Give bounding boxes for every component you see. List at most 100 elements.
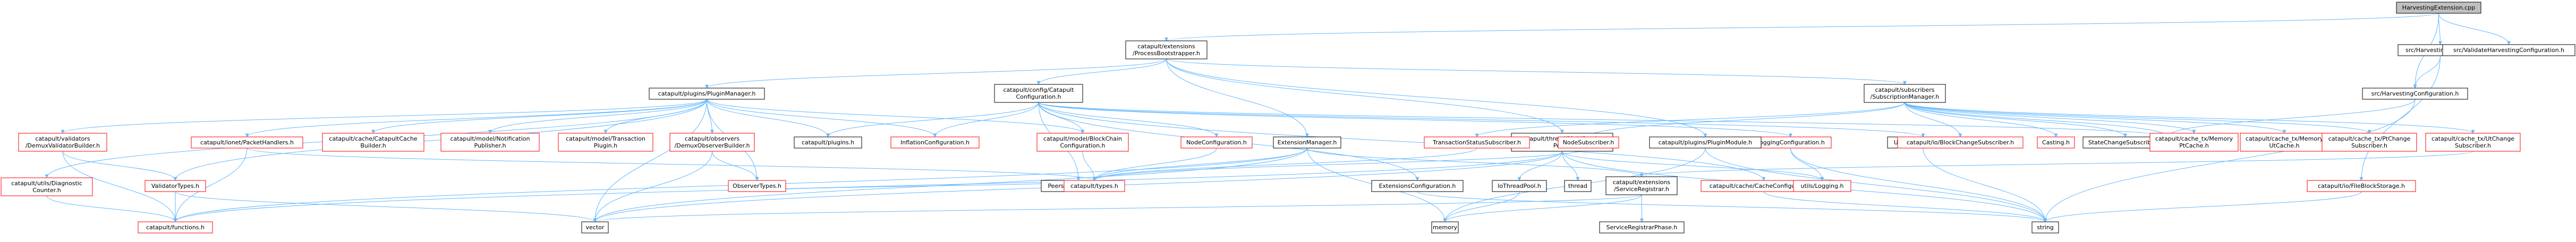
node-label: IoThreadPool.h [1498,183,1541,189]
node-memory[interactable]: memory [1431,221,1459,234]
node-label: vector [586,224,605,231]
node-vbld[interactable]: catapult/validators/DemuxValidatorBuilde… [18,133,107,152]
edge-iotp-to-memory [1443,191,1520,222]
node-fbs[interactable]: catapult/io/FileBlockStorage.h [2307,180,2416,192]
node-box [2307,180,2416,192]
node-label: catapult/io/FileBlockStorage.h [2318,183,2405,189]
edge-root-to-vhc [2438,13,2511,45]
node-label: utils/Logging.h [1801,183,1844,189]
edge-logc-to-ulog [1790,148,1824,181]
edge-subm-to-bcs [1905,102,1962,137]
node-hcfg[interactable]: src/HarvestingConfiguration.h [2362,88,2468,100]
node-box [2322,133,2417,152]
node-ulog[interactable]: utils/Logging.h [1793,180,1851,192]
node-nodec[interactable]: NodeConfiguration.h [1180,136,1253,149]
node-label: /DemuxObserverBuilder.h [675,142,750,149]
node-label: Configuration.h [1016,93,1061,100]
node-pbs[interactable]: catapult/extensions/ProcessBootstrapper.… [1125,40,1208,59]
node-string[interactable]: string [2031,221,2059,234]
node-nodess[interactable]: NodeSubscriber.h [1558,136,1619,149]
edge-ionet-to-functions [173,148,248,222]
node-vhc[interactable]: src/ValidateHarvestingConfiguration.h [2442,44,2575,56]
node-label: memory [1433,224,1457,231]
node-label: ExtensionManager.h [1278,139,1337,146]
node-types[interactable]: catapult/types.h [1064,180,1125,192]
node-obst[interactable]: ObserverTypes.h [728,180,786,192]
node-sreg[interactable]: catapult/extensions/ServiceRegistrar.h [1605,176,1678,195]
node-label: Publisher.h [474,142,506,149]
node-thread[interactable]: thread [1564,180,1592,192]
node-infl[interactable]: InflationConfiguration.h [890,136,980,149]
node-box [794,136,862,149]
node-box [2442,44,2575,56]
node-ppm[interactable]: catapult/plugins/PluginModule.h [1649,136,1762,149]
edge-extm-to-vector [593,148,1307,222]
node-ionet[interactable]: catapult/ionet/PacketHandlers.h [191,136,303,149]
node-pm[interactable]: catapult/plugins/PluginManager.h [649,88,765,100]
edge-msp-to-functions [173,151,1562,222]
edge-subm-to-ptcs [1905,102,2371,134]
node-label: catapult/cache/CacheConfiguration.h [1710,183,1818,189]
node-label: catapult/subscribers [1875,87,1935,93]
node-plugins[interactable]: catapult/plugins.h [794,136,862,149]
nodes: HarvestingExtension.cppcatapult/extensio… [1,2,2575,234]
node-box [138,221,213,234]
node-box [1599,221,1685,234]
node-box [2396,2,2481,14]
node-functions[interactable]: catapult/functions.h [138,221,213,234]
node-box [2031,221,2059,234]
node-valt[interactable]: ValidatorTypes.h [144,180,206,192]
node-label: src/HarvestingConfiguration.h [2371,90,2459,97]
node-label: TransactionStatusSubscriber.h [1432,139,1521,146]
edge-userc-to-string [1923,148,2047,222]
node-label: catapult/observers [685,135,739,142]
node-vector[interactable]: vector [581,221,609,234]
node-scs[interactable]: StateChangeSubscriber.h [2082,136,2168,149]
node-iotp[interactable]: IoThreadPool.h [1492,180,1547,192]
edge-extm-to-types [1092,148,1307,181]
node-extc[interactable]: ExtensionsConfiguration.h [1371,180,1464,192]
edge-bcc-to-types [1082,151,1096,181]
node-subm[interactable]: catapult/subscribers/SubscriptionManager… [1864,84,1946,103]
node-box [144,180,206,192]
node-label: LoggingConfiguration.h [1756,139,1825,146]
node-obsb[interactable]: catapult/observers/DemuxObserverBuilder.… [669,133,755,152]
node-srphase[interactable]: ServiceRegistrarPhase.h [1599,221,1685,234]
node-box [1649,136,1762,149]
node-extm[interactable]: ExtensionManager.h [1273,136,1341,149]
edge-ccc-to-logc [1038,102,1792,137]
node-label: ServiceRegistrarPhase.h [1606,224,1678,231]
edge-subm-to-utcs [1905,102,2475,134]
node-box [1897,136,2024,149]
node-label: catapult/cache/CatapultCache [329,135,417,142]
node-box [322,133,424,152]
node-label: catapult/cache_tx/Memory [2155,135,2233,142]
node-casting[interactable]: Casting.h [2037,136,2075,149]
node-label: catapult/extensions [1613,179,1670,186]
edge-ppm-to-string [1705,148,2047,222]
edge-root-to-hsvc [2438,13,2442,45]
node-label: catapult/ionet/PacketHandlers.h [200,139,294,146]
edge-txss-to-types [1092,148,1477,181]
node-box [1424,136,1530,149]
node-txss[interactable]: TransactionStatusSubscriber.h [1424,136,1530,149]
node-label: NodeConfiguration.h [1186,139,1247,146]
edge-pm-to-bcc [707,99,1085,134]
edge-vbld-to-functions [62,151,177,222]
edge-pbs-to-ppm [1166,58,1707,137]
node-logc[interactable]: LoggingConfiguration.h [1749,136,1832,149]
node-label: /ServiceRegistrar.h [1614,186,1669,193]
edge-subm-to-scs [1905,102,2127,137]
node-bcs[interactable]: catapult/io/BlockChangeSubscriber.h [1897,136,2024,149]
